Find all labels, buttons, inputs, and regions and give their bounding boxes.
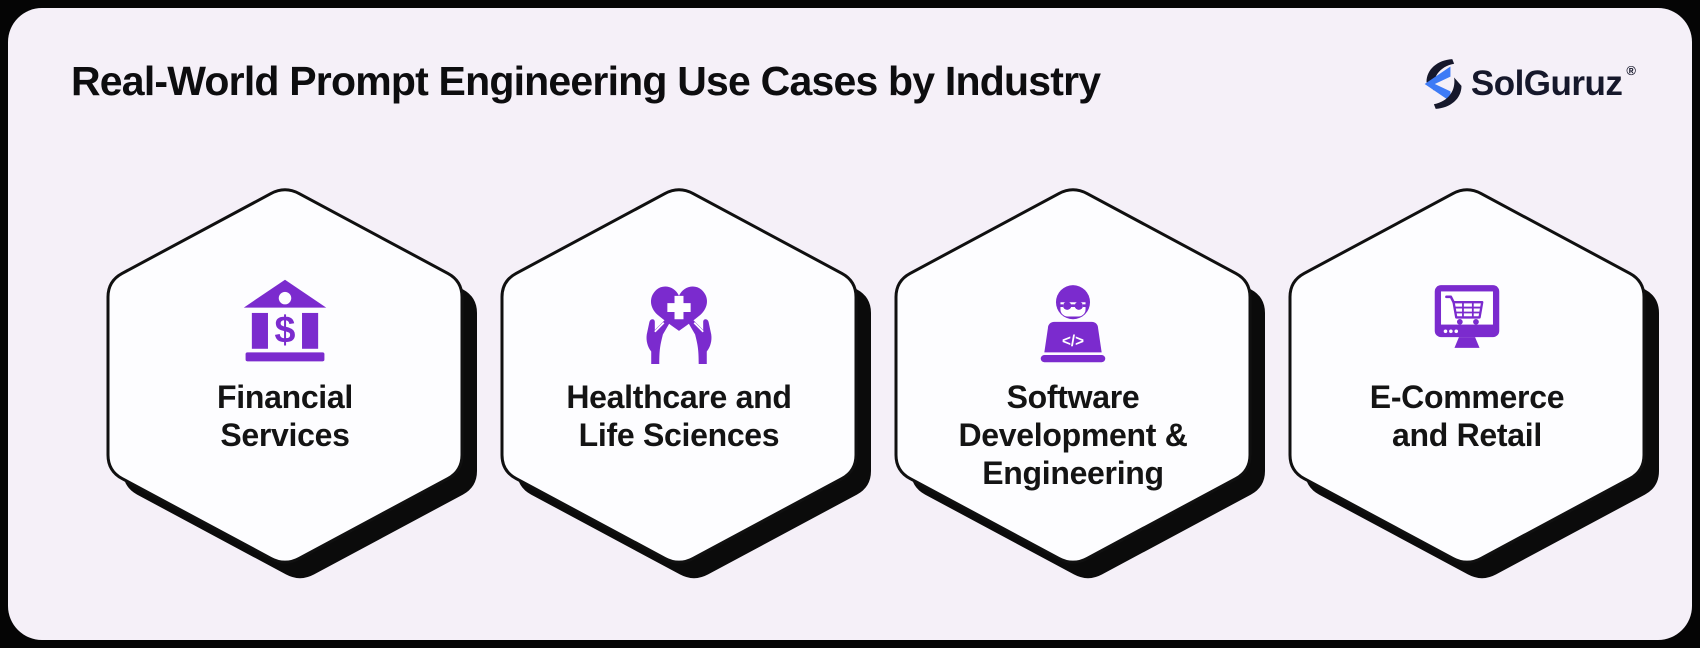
logo-blue-chevron bbox=[1424, 66, 1451, 102]
infographic-card: Real-World Prompt Engineering Use Cases … bbox=[8, 8, 1692, 640]
industry-label: Financial Services bbox=[216, 379, 353, 453]
dollar-glyph: $ bbox=[275, 309, 296, 351]
heart-in-hands-icon bbox=[636, 278, 722, 364]
hexagon-shape bbox=[894, 188, 1265, 579]
code-glyph: </> bbox=[1062, 333, 1084, 350]
developer-laptop-icon: </> bbox=[1030, 278, 1116, 364]
industry-hexagon-row: $ Financial Services bbox=[106, 186, 1659, 579]
registered-trademark: ® bbox=[1626, 63, 1636, 78]
industry-label: Software Development & Engineering bbox=[958, 379, 1188, 491]
industry-hexagon-financial-services: $ Financial Services bbox=[106, 186, 477, 579]
industry-label: Healthcare and Life Sciences bbox=[566, 379, 792, 453]
brand-name: SolGuruz bbox=[1470, 64, 1623, 103]
hexagon-shape bbox=[500, 188, 871, 579]
hexagon-shape bbox=[1288, 188, 1659, 579]
industry-hexagon-healthcare-life-sciences: Healthcare and Life Sciences bbox=[500, 186, 871, 579]
solguruz-logo-icon bbox=[1424, 59, 1462, 109]
page-title: Real-World Prompt Engineering Use Cases … bbox=[71, 58, 1101, 104]
hexagon-shape bbox=[106, 188, 477, 579]
industry-hexagon-software-development: </> Software Development & Engineering bbox=[894, 186, 1265, 579]
medical-cross-cutout bbox=[667, 295, 691, 320]
brand-logo: SolGuruz ® bbox=[1421, 57, 1636, 111]
header: Real-World Prompt Engineering Use Cases … bbox=[8, 8, 1692, 111]
industry-label: E-Commerce and Retail bbox=[1369, 379, 1565, 453]
industry-hexagon-ecommerce-retail: E-Commerce and Retail bbox=[1288, 186, 1659, 579]
monitor-shopping-cart-icon bbox=[1424, 278, 1510, 364]
bank-dollar-icon: $ bbox=[242, 278, 328, 364]
